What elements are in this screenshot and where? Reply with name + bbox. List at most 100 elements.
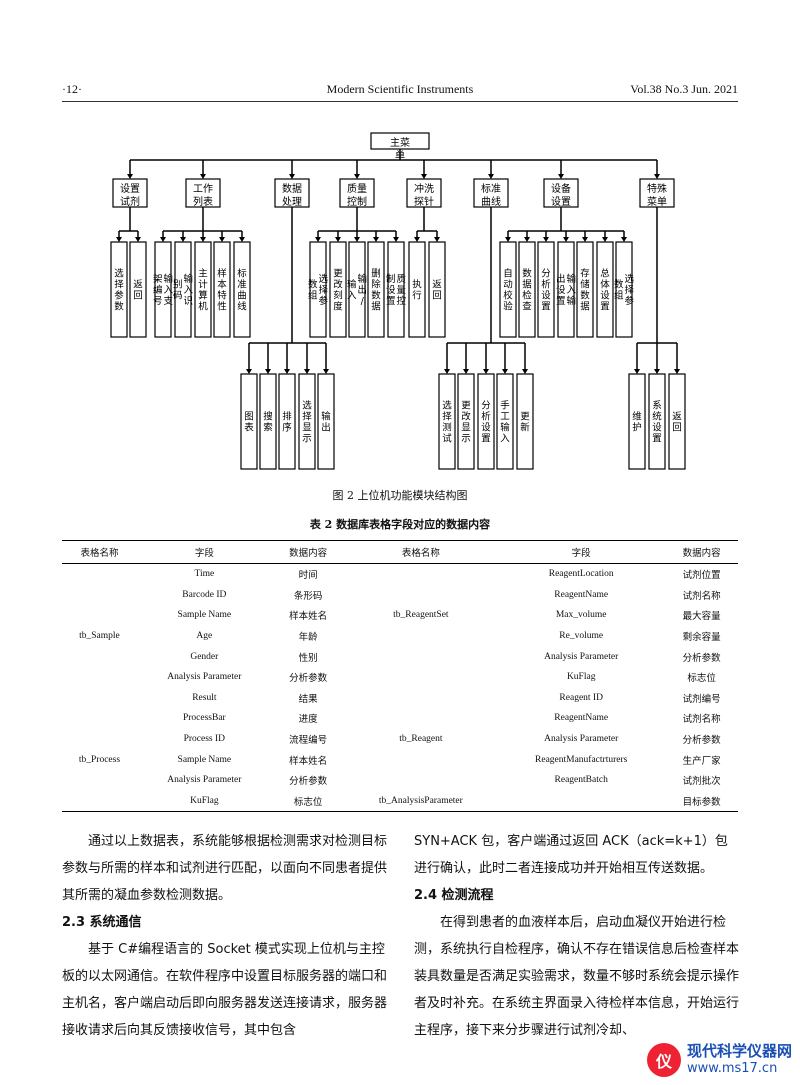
- table-cell: [62, 708, 137, 729]
- arrow-head: [505, 237, 511, 242]
- table-cell: [62, 646, 137, 667]
- data-item-3-label: 示: [302, 434, 312, 445]
- worklist-item-3-label: 特: [217, 290, 227, 302]
- device-item-3-label: 入: [566, 285, 576, 296]
- menu-4-label: 冲洗: [414, 182, 434, 195]
- table-cell: Max_volume: [555, 610, 607, 621]
- device-item-6-label: 参: [624, 295, 634, 307]
- qc-item-2-label: 输: [357, 273, 367, 285]
- curve-item-0-label: 测: [442, 423, 452, 434]
- arrow-head: [135, 237, 141, 242]
- wash-item-0-label: 行: [412, 290, 422, 302]
- worklist-item-3-box: [213, 241, 231, 338]
- worklist-item-0-label: 入: [163, 285, 173, 296]
- table-cell: Barcode ID: [182, 589, 227, 600]
- device-item-2-label: 析: [541, 279, 551, 291]
- device-item-6-label: 组: [614, 290, 624, 302]
- wash-item-1-box: [428, 241, 446, 338]
- col-header: 字段: [497, 540, 666, 564]
- curve-item-0-label: 择: [442, 411, 452, 423]
- table-cell: [62, 605, 137, 626]
- table-cell: [345, 688, 498, 709]
- arrow-head: [444, 369, 450, 374]
- arrow-head: [304, 369, 310, 374]
- menu-7-label: 特殊: [647, 182, 667, 195]
- qc-item-1-label: 更: [333, 269, 343, 280]
- qc-item-4-label: 质: [396, 273, 406, 285]
- reagent-item-0-label: 数: [114, 301, 124, 313]
- table-cell: 样本姓名: [289, 756, 328, 767]
- table-cell: Analysis Parameter: [167, 672, 242, 683]
- section-heading: 2.4 检测流程: [414, 888, 494, 903]
- arrow-head: [421, 174, 427, 179]
- arrow-head: [502, 369, 508, 374]
- table-cell: [345, 626, 498, 647]
- menu-3-box: [339, 178, 375, 208]
- worklist-item-2-label: 主: [198, 268, 208, 280]
- col-header: 数据内容: [665, 540, 738, 564]
- arrow-head: [434, 237, 440, 242]
- menu-0-label: 试剂: [120, 195, 140, 208]
- menu-4-label: 探针: [414, 195, 434, 208]
- table-cell: [345, 667, 498, 688]
- qc-item-3-label: 数: [371, 290, 381, 302]
- table-cell: [345, 749, 498, 770]
- curve-item-1-label: 显: [461, 423, 471, 434]
- qc-item-4-label: 置: [386, 296, 396, 307]
- device-item-5-label: 设: [600, 291, 610, 302]
- table-cell: 标志位: [687, 674, 716, 685]
- data-item-4-label: 输: [321, 411, 331, 423]
- qc-item-3-label: 除: [371, 279, 381, 291]
- table-cell: ReagentName: [554, 589, 609, 600]
- arrow-head: [354, 237, 360, 242]
- table-cell: Reagent ID: [559, 692, 603, 703]
- table-cell: Sample Name: [177, 754, 232, 765]
- arrow-head: [543, 237, 549, 242]
- arrow-head: [219, 237, 225, 242]
- special-item-1-box: [648, 373, 666, 470]
- watermark-title: 现代科学仪器网: [686, 1042, 792, 1060]
- worklist-item-3-label: 本: [217, 279, 227, 291]
- table-cell: 样本姓名: [289, 612, 328, 623]
- arrow-head: [488, 174, 494, 179]
- arrow-head: [116, 237, 122, 242]
- data-item-0-label: 图: [244, 412, 254, 423]
- menu-7-label: 菜单: [647, 196, 667, 208]
- qc-item-2-label: 输: [347, 279, 357, 291]
- curve-item-4-label: 新: [520, 422, 530, 434]
- table-cell: 流程编号: [289, 736, 328, 747]
- curve-item-3-label: 入: [500, 434, 510, 445]
- arrow-head: [127, 174, 133, 179]
- table-cell: 时间: [298, 571, 318, 582]
- curve-item-0-box: [438, 373, 456, 470]
- arrow-head: [558, 174, 564, 179]
- table-cell: [62, 790, 137, 813]
- data-item-0-label: 表: [244, 422, 254, 434]
- qc-item-0-label: 参: [318, 295, 328, 307]
- device-item-3-label: 输: [566, 295, 576, 307]
- worklist-item-2-label: 算: [198, 290, 208, 302]
- arrow-head: [463, 369, 469, 374]
- menu-4-box: [406, 178, 442, 208]
- special-item-0-label: 维: [632, 411, 642, 423]
- worklist-item-3-label: 性: [217, 301, 227, 313]
- arrow-head: [180, 237, 186, 242]
- menu-2-label: 数据: [282, 182, 302, 195]
- device-item-5-label: 置: [600, 302, 610, 313]
- curve-item-2-label: 析: [481, 411, 491, 423]
- device-item-1-label: 数: [522, 268, 532, 280]
- qc-item-0-label: 选: [318, 273, 328, 285]
- qc-item-4-label: 设: [386, 285, 396, 296]
- worklist-item-2-label: 机: [198, 301, 208, 313]
- worklist-item-1-label: 识: [183, 296, 193, 307]
- arrow-head: [315, 237, 321, 242]
- table-cell: [62, 667, 137, 688]
- table-cell: tb_Sample: [79, 631, 120, 642]
